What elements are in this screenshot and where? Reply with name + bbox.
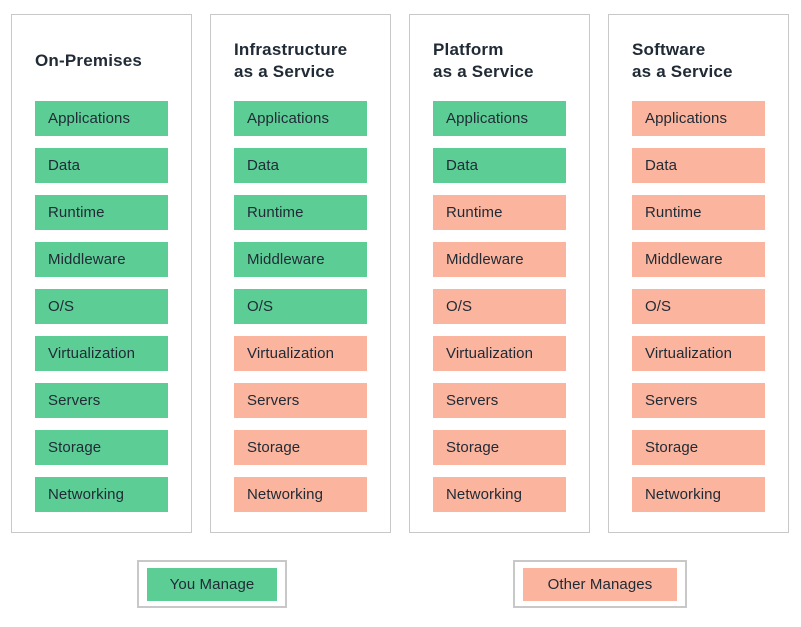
layer-middleware: Middleware xyxy=(234,242,367,277)
layer-networking: Networking xyxy=(433,477,566,512)
panel-title-on-premises: On-Premises xyxy=(35,51,143,70)
layer-servers: Servers xyxy=(234,383,367,418)
layer-runtime: Runtime xyxy=(632,195,765,230)
panel-title-paas: Platform as a Service xyxy=(433,40,534,81)
layer-applications: Applications xyxy=(35,101,168,136)
layer-servers: Servers xyxy=(632,383,765,418)
layer-runtime: Runtime xyxy=(234,195,367,230)
layer-os: O/S xyxy=(234,289,367,324)
panel-on-premises: On-Premises Applications Data Runtime Mi… xyxy=(11,14,192,533)
legend-you-manage-chip: You Manage xyxy=(147,567,277,601)
layer-networking: Networking xyxy=(35,477,168,512)
layer-data: Data xyxy=(433,148,566,183)
layer-middleware: Middleware xyxy=(433,242,566,277)
layer-virtualization: Virtualization xyxy=(632,336,765,371)
layer-applications: Applications xyxy=(632,101,765,136)
layer-runtime: Runtime xyxy=(433,195,566,230)
layer-runtime: Runtime xyxy=(35,195,168,230)
layer-data: Data xyxy=(234,148,367,183)
layer-storage: Storage xyxy=(35,430,168,465)
panel-iaas: Infrastructure as a Service Applications… xyxy=(210,14,391,533)
layer-storage: Storage xyxy=(632,430,765,465)
layer-os: O/S xyxy=(632,289,765,324)
panel-title-saas: Software as a Service xyxy=(632,40,733,81)
layer-os: O/S xyxy=(35,289,168,324)
layer-data: Data xyxy=(35,148,168,183)
layer-storage: Storage xyxy=(234,430,367,465)
layer-middleware: Middleware xyxy=(632,242,765,277)
layer-networking: Networking xyxy=(632,477,765,512)
layer-servers: Servers xyxy=(433,383,566,418)
layer-data: Data xyxy=(632,148,765,183)
layer-applications: Applications xyxy=(234,101,367,136)
legend-other-manages-chip: Other Manages xyxy=(523,567,677,601)
panel-title-iaas: Infrastructure as a Service xyxy=(234,40,348,81)
legend-other-manages: Other Manages xyxy=(513,560,687,608)
layer-os: O/S xyxy=(433,289,566,324)
layer-virtualization: Virtualization xyxy=(433,336,566,371)
panel-saas: Software as a Service Applications Data … xyxy=(608,14,789,533)
layer-virtualization: Virtualization xyxy=(234,336,367,371)
layer-applications: Applications xyxy=(433,101,566,136)
layer-storage: Storage xyxy=(433,430,566,465)
layer-virtualization: Virtualization xyxy=(35,336,168,371)
legend-you-manage: You Manage xyxy=(137,560,287,608)
layer-servers: Servers xyxy=(35,383,168,418)
layer-middleware: Middleware xyxy=(35,242,168,277)
layer-networking: Networking xyxy=(234,477,367,512)
panel-paas: Platform as a Service Applications Data … xyxy=(409,14,590,533)
